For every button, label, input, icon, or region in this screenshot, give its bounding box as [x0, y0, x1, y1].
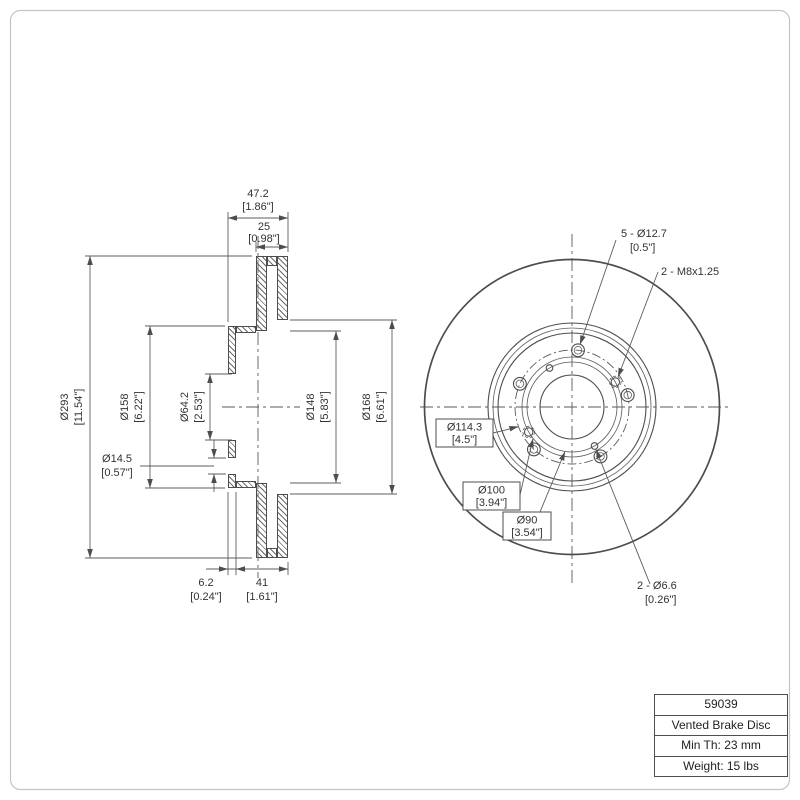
min-thickness: Min Th: 23 mm — [655, 735, 787, 756]
dim-center-bore-in: [2.53"] — [193, 391, 205, 422]
dim-hat-face-thickness-mm: 6.2 — [198, 577, 213, 589]
dim-hat-face-thickness-in: [0.24"] — [190, 591, 221, 603]
friction-inner-circle-148 — [497, 332, 647, 482]
dim-hat-diameter-in: [6.22"] — [133, 391, 145, 422]
lug-holes-label-in: [0.5"] — [630, 242, 655, 254]
dim-lug-hole-mm: Ø14.5 — [102, 453, 132, 465]
friction-inner-circle-168 — [487, 322, 657, 492]
section-rim-vane-bottom — [267, 548, 277, 558]
section-hat-wall-top — [236, 326, 256, 333]
dimension-arrows — [87, 215, 395, 572]
set-screw-holes-label-in: [0.26"] — [645, 594, 676, 606]
bcd-100-circle — [521, 356, 623, 458]
hat-diameter-circle — [492, 327, 652, 487]
lug-holes-label-mm: 5 - Ø12.7 — [621, 228, 667, 240]
dim-hat-diameter-mm: Ø158 — [119, 394, 131, 421]
dim-disc-width-mm: 41 — [256, 577, 268, 589]
section-rim-vane-top — [267, 256, 277, 266]
bolt-circle-label-in: [4.5"] — [452, 434, 477, 446]
dim-friction-inner-a-mm: Ø148 — [305, 394, 317, 421]
bolt-circle-label-box — [435, 418, 494, 448]
dim-disc-thickness-in: [0.98"] — [248, 233, 279, 245]
part-description: Vented Brake Disc — [655, 714, 787, 736]
bcd-90-label-in: [3.54"] — [511, 527, 542, 539]
dim-lug-hole-in: [0.57"] — [101, 467, 132, 479]
bcd-90-circle — [526, 361, 618, 453]
page-border — [9, 9, 791, 791]
bcd-100-label-mm: Ø100 — [478, 485, 505, 497]
section-dimension-lines — [85, 212, 397, 575]
front-view — [423, 258, 721, 556]
section-outboard-plate-top — [277, 256, 288, 320]
bcd-90-label-box — [502, 511, 552, 541]
outer-diameter-circle — [423, 258, 721, 556]
bcd-90-label-mm: Ø90 — [517, 515, 538, 527]
bolt-circle-label-mm: Ø114.3 — [447, 422, 482, 434]
bcd-100-label-in: [3.94"] — [476, 497, 507, 509]
weight: Weight: 15 lbs — [655, 755, 787, 777]
dim-disc-width-in: [1.61"] — [246, 591, 277, 603]
center-bore-circle — [539, 374, 605, 440]
thread-holes-label: 2 - M8x1.25 — [661, 266, 719, 278]
dim-disc-thickness-mm: 25 — [258, 221, 270, 233]
dim-friction-inner-a-in: [5.83"] — [319, 391, 331, 422]
set-screw-holes-label-mm: 2 - Ø6.6 — [637, 580, 677, 592]
thread-holes — [522, 375, 622, 439]
dim-center-bore-mm: Ø64.2 — [179, 392, 191, 422]
dim-outer-diameter-mm: Ø293 — [59, 394, 71, 421]
title-block: 59039 Vented Brake Disc Min Th: 23 mm We… — [654, 694, 788, 777]
section-inboard-plate-top — [256, 256, 267, 331]
section-hat-face-bottom-lower — [228, 474, 236, 488]
bcd-100-label-box — [462, 481, 521, 511]
dim-total-width-mm: 47.2 — [247, 188, 268, 200]
dim-friction-inner-b-mm: Ø168 — [361, 394, 373, 421]
front-view-labels: 5 - Ø12.7 [0.5"] 2 - M8x1.25 Ø114.3 [4.5… — [435, 228, 719, 606]
section-hat-wall-bottom — [236, 481, 256, 488]
section-inboard-plate-bottom — [256, 483, 267, 558]
section-outboard-plate-bottom — [277, 494, 288, 558]
dim-friction-inner-b-in: [6.61"] — [375, 391, 387, 422]
section-dimension-texts: 47.2 [1.86"] 25 [0.98"] Ø293 [11.54"] Ø1… — [59, 188, 387, 603]
set-screw-holes — [545, 364, 599, 450]
dim-total-width-in: [1.86"] — [242, 201, 273, 213]
section-hat-face-top — [228, 326, 236, 374]
section-hat-face-bottom-upper — [228, 440, 236, 458]
part-number: 59039 — [704, 697, 738, 711]
dim-outer-diameter-in: [11.54"] — [73, 389, 85, 426]
